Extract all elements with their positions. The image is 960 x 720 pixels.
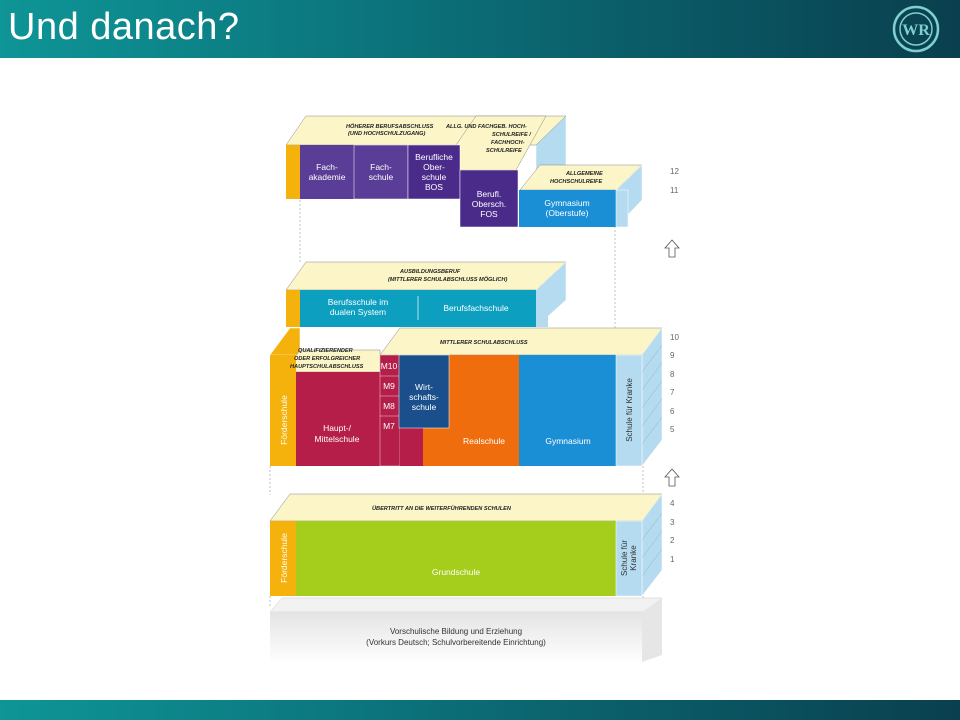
label-foerderschule-secondary: Förderschule (279, 395, 289, 445)
grade-3: 3 (670, 518, 675, 527)
grade-4: 4 (670, 499, 675, 508)
kranke-primary-block (615, 520, 643, 597)
grade-7: 7 (670, 388, 675, 397)
grade-2: 2 (670, 536, 675, 545)
label-fachschule-1: Fach- (370, 162, 392, 172)
grade-5: 5 (670, 425, 675, 434)
foerderschule-primary-block (270, 521, 296, 596)
up-arrow-icon (664, 468, 680, 487)
grade-numbers: 12 11 10 9 8 7 6 5 4 3 2 1 (670, 167, 679, 564)
footer-bar (0, 700, 960, 720)
label-kranke-primary-2: Kranke (629, 545, 638, 571)
label-fachakademie-1: Fach- (316, 162, 338, 172)
haupt-mittelschule-block (296, 372, 380, 466)
label-wirt-2: schafts- (409, 392, 439, 402)
secondary-section: QUALIFIZIERENDER ODER ERFOLGREICHER HAUP… (269, 327, 663, 467)
grade-9: 9 (670, 351, 675, 360)
banner-ausbildung: AUSBILDUNGSBERUF (399, 269, 461, 275)
yellow-edge-top (286, 145, 300, 199)
banner-hochschulreife-3: FACHHOCH- (491, 140, 525, 146)
banner-uebertritt: ÜBERTRITT AN DIE WEITERFÜHRENDEN SCHULEN (372, 505, 512, 512)
label-gym-ober-1: Gymnasium (544, 198, 589, 208)
banner-hochschulreife-1: ALLG. UND FACHGEB. HOCH- (445, 124, 527, 130)
label-fos-3: FOS (480, 209, 498, 219)
label-foerderschule-primary: Förderschule (279, 533, 289, 583)
label-bos-4: BOS (425, 182, 443, 192)
logo-letters: WR (902, 22, 930, 39)
label-kranke-secondary: Schule für Kranke (625, 378, 634, 442)
kranke-secondary-block (615, 354, 643, 467)
label-m7: M7 (383, 421, 395, 431)
wr-logo: WR (892, 5, 940, 53)
gymnasium-block (519, 355, 616, 466)
primary-section: ÜBERTRITT AN DIE WEITERFÜHRENDEN SCHULEN… (269, 493, 663, 597)
label-gymnasium: Gymnasium (545, 436, 590, 446)
label-berufsfachschule: Berufsfachschule (443, 303, 508, 313)
label-fachschule-2: schule (369, 172, 394, 182)
banner-allgemeine-1: ALLGEMEINE (565, 171, 603, 177)
banner-allgemeine-2: HOCHSCHULREIFE (550, 179, 602, 185)
slide-title: Und danach? (8, 6, 240, 48)
label-m9: M9 (383, 381, 395, 391)
label-bos-2: Ober- (423, 162, 445, 172)
label-m8: M8 (383, 401, 395, 411)
foerderschule-secondary-block (270, 355, 296, 466)
label-haupt-1: Haupt-/ (323, 423, 352, 433)
label-vorschulisch-2: (Vorkurs Deutsch; Schulvorbereitende Ein… (366, 638, 546, 647)
banner-qualifizierend-1: QUALIFIZIERENDER (298, 348, 353, 354)
label-fos-1: Berufl. (477, 189, 502, 199)
label-kranke-primary-1: Schule für (620, 540, 629, 576)
yellow-edge-mid (286, 290, 300, 327)
vocational-section: AUSBILDUNGSBERUF (MITTLERER SCHULABSCHLU… (285, 261, 567, 328)
label-gym-ober-2: (Oberstufe) (546, 208, 589, 218)
grade-10: 10 (670, 333, 679, 342)
grundschule-block (296, 521, 616, 596)
fachschule-block (353, 144, 409, 200)
grade-1: 1 (670, 555, 675, 564)
label-fachakademie-2: akademie (309, 172, 346, 182)
banner-hochschulreife-4: SCHULREIFE (486, 148, 522, 154)
label-m10: M10 (381, 361, 398, 371)
label-fos-2: Obersch. (472, 199, 507, 209)
tertiary-section: HÖHERER BERUFSABSCHLUSS (UND HOCHSCHULZU… (285, 115, 643, 228)
label-bos-3: schule (422, 172, 447, 182)
fachakademie-block (300, 145, 354, 199)
label-vorschulisch-1: Vorschulische Bildung und Erziehung (390, 627, 522, 636)
up-arrow-icon (664, 239, 680, 258)
label-grundschule: Grundschule (432, 567, 480, 577)
bos-block (407, 144, 461, 200)
grade-6: 6 (670, 407, 675, 416)
label-bos-1: Berufliche (415, 152, 453, 162)
banner-qualifizierend-3: HAUPTSCHULABSCHLUSS (290, 364, 364, 370)
grade-12: 12 (670, 167, 679, 176)
vorschule-block (270, 612, 642, 664)
label-wirt-1: Wirt- (415, 382, 433, 392)
label-berufsschule-2: dualen System (330, 307, 386, 317)
banner-mittlerer: MITTLERER SCHULABSCHLUSS (440, 340, 528, 346)
grade-11: 11 (670, 186, 679, 195)
label-haupt-2: Mittelschule (315, 434, 360, 444)
banner-hochschulreife-2: SCHULREIFE / (492, 132, 532, 138)
label-berufsschule-1: Berufsschule im (328, 297, 388, 307)
wirtschaftsschule-block (398, 354, 450, 429)
header-bar: Und danach? WR (0, 0, 960, 58)
gymnasium-oberstufe-block (519, 190, 616, 227)
label-wirt-3: schule (412, 402, 437, 412)
banner-ausbildung-sub: (MITTLERER SCHULABSCHLUSS MÖGLICH) (388, 276, 507, 283)
label-realschule: Realschule (463, 436, 505, 446)
grade-8: 8 (670, 370, 675, 379)
banner-qualifizierend-2: ODER ERFOLGREICHER (294, 356, 360, 362)
preschool-section: Vorschulische Bildung und Erziehung (Vor… (269, 597, 663, 664)
fos-block (459, 169, 519, 228)
banner-hoeherer: HÖHERER BERUFSABSCHLUSS (346, 123, 434, 130)
banner-hoeherer-sub: (UND HOCHSCHULZUGANG) (348, 131, 426, 137)
